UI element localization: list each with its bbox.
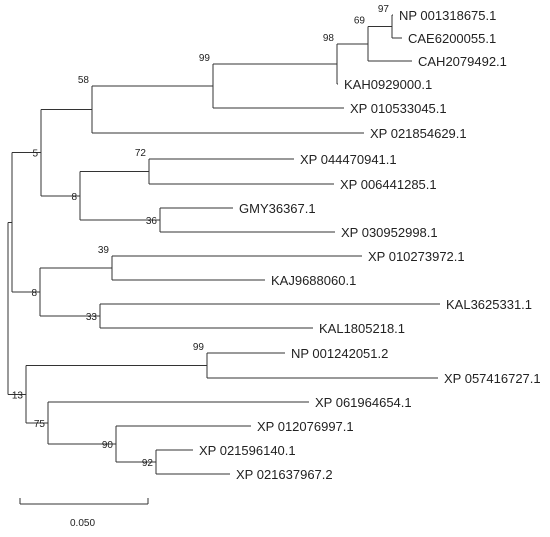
leaf-label: KAJ9688060.1 [271, 273, 356, 288]
leaf-label: XP 021637967.2 [236, 467, 333, 482]
leaf-label: XP 021854629.1 [370, 126, 467, 141]
tree-branches [7, 14, 440, 475]
leaf-label: XP 030952998.1 [341, 225, 438, 240]
leaf-label: XP 061964654.1 [315, 395, 412, 410]
bootstrap-value: 72 [135, 148, 147, 159]
scale-bar: 0.050 [19, 498, 149, 529]
leaf-label: CAH2079492.1 [418, 54, 507, 69]
leaf-label: GMY36367.1 [239, 201, 316, 216]
bootstrap-value: 92 [142, 458, 154, 469]
bootstrap-value: 98 [323, 33, 335, 44]
leaf-label: XP 012076997.1 [257, 419, 354, 434]
leaf-label: XP 044470941.1 [300, 152, 397, 167]
bootstrap-value: 90 [102, 440, 114, 451]
bootstrap-value: 36 [146, 216, 158, 227]
leaf-label: KAL1805218.1 [319, 321, 405, 336]
leaf-label: KAL3625331.1 [446, 297, 532, 312]
leaf-label: NP 001318675.1 [399, 8, 496, 23]
bootstrap-value: 99 [199, 53, 211, 64]
bootstrap-value: 13 [12, 390, 24, 401]
bootstrap-value: 5 [32, 149, 38, 160]
leaf-label: XP 010533045.1 [350, 101, 447, 116]
leaf-label: XP 021596140.1 [199, 443, 296, 458]
bootstrap-value: 33 [86, 312, 98, 323]
bootstrap-value: 75 [34, 419, 46, 430]
bootstrap-value: 58 [78, 75, 90, 86]
bootstrap-value: 97 [378, 4, 390, 15]
leaf-label: CAE6200055.1 [408, 31, 496, 46]
leaf-label: XP 010273972.1 [368, 249, 465, 264]
leaf-label: KAH0929000.1 [344, 77, 432, 92]
leaf-label: XP 006441285.1 [340, 177, 437, 192]
bootstrap-value: 8 [71, 192, 77, 203]
bootstrap-value: 99 [193, 342, 205, 353]
bootstrap-value: 39 [98, 245, 110, 256]
bootstrap-value: 69 [354, 16, 366, 27]
leaf-label: NP 001242051.2 [291, 346, 388, 361]
bootstrap-value: 8 [31, 288, 37, 299]
scale-bar-label: 0.050 [70, 518, 95, 529]
tree-labels: 97 69 98 99 58 72 36 8 5 39 33 8 99 92 90 75 13 NP 001318… [12, 4, 541, 482]
leaf-label: XP 057416727.1 [444, 371, 541, 386]
